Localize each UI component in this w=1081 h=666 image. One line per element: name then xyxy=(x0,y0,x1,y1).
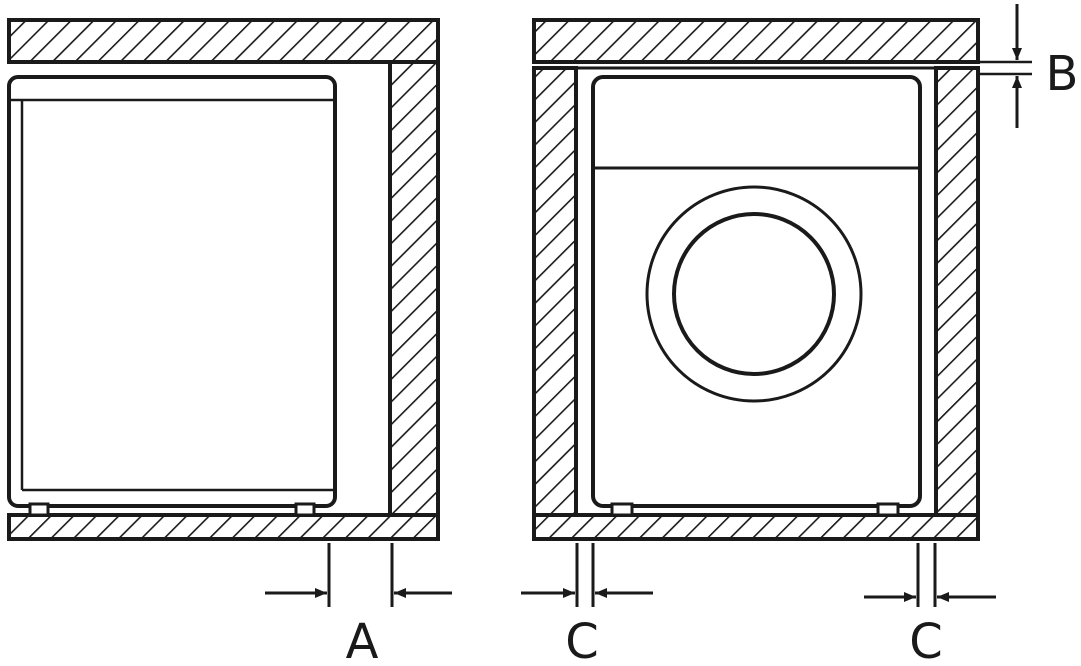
dimension-c-left-label: C xyxy=(565,614,599,666)
dimension-c-left: C xyxy=(521,543,653,666)
appliance-side xyxy=(7,75,337,517)
dimension-a-label: A xyxy=(346,614,379,666)
dimension-b: B xyxy=(978,4,1078,128)
niche-floor-front xyxy=(532,513,980,541)
side-view-niche xyxy=(7,18,440,541)
dimension-b-label: B xyxy=(1046,46,1079,102)
front-view-niche xyxy=(532,18,980,541)
niche-back-wall xyxy=(388,60,440,517)
niche-top-panel-front xyxy=(532,18,980,64)
niche-floor xyxy=(7,513,440,541)
appliance-side-foot-front xyxy=(28,502,50,517)
niche-left-wall xyxy=(532,66,578,517)
appliance-front-foot-right xyxy=(876,502,900,517)
door-glass xyxy=(672,212,836,376)
appliance-front-foot-left xyxy=(610,502,634,517)
appliance-side-body xyxy=(7,75,337,508)
dimension-c-right-label: C xyxy=(909,614,943,666)
appliance-front xyxy=(591,75,922,517)
dimension-c-right: C xyxy=(864,543,996,666)
dimension-a: A xyxy=(265,543,452,666)
niche-top-panel xyxy=(7,18,440,64)
niche-right-wall xyxy=(934,66,980,517)
appliance-side-foot-rear xyxy=(294,502,316,517)
